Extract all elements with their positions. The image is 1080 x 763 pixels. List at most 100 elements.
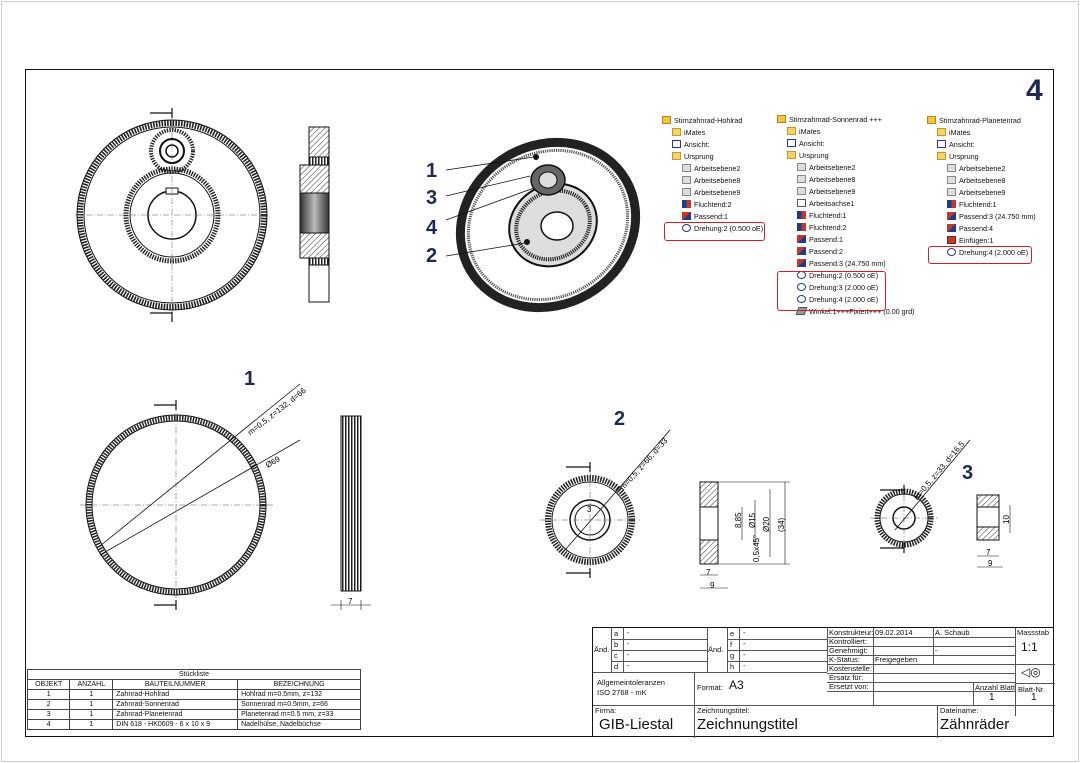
plane-icon <box>947 188 956 196</box>
tree-item-label: iMates <box>799 127 821 136</box>
flush-icon <box>947 200 956 208</box>
tree-item[interactable]: Arbeitsebene2 <box>777 162 914 174</box>
tree-item-label: Fluchtend:2 <box>694 200 732 209</box>
tree-item-label: Arbeitsebene9 <box>959 188 1006 197</box>
tree-item-label: Arbeitsachse1 <box>809 199 855 208</box>
tree-item[interactable]: iMates <box>927 127 1036 139</box>
callout-sun: 2 <box>614 408 626 430</box>
tree-item-label: Arbeitsebene9 <box>694 188 741 197</box>
callout-3: 3 <box>426 187 438 209</box>
tree-item[interactable]: Arbeitsebene8 <box>777 174 914 186</box>
dash: - <box>743 639 746 648</box>
plane-icon <box>682 176 691 184</box>
ring-gear-side-section <box>299 126 330 303</box>
tree-item-label: Stirnzahnrad-Planetenrad <box>939 116 1021 125</box>
cell: Zahnrad-Sonnenrad <box>112 699 239 710</box>
sheet-number: 4 <box>1026 74 1043 107</box>
format-label: Format: <box>697 683 723 692</box>
dash: - <box>935 646 938 655</box>
tree-item[interactable]: Winkel:1+++Fixiert+++ (0.00 grd) <box>777 306 914 318</box>
tree-item-label: Arbeitsebene2 <box>694 164 741 173</box>
tree-item[interactable]: Arbeitsachse1 <box>777 198 914 210</box>
rev-e: e <box>730 629 735 638</box>
mate-icon <box>682 212 691 220</box>
tree-item[interactable]: Fluchtend:2 <box>662 199 763 211</box>
tree-item[interactable]: Passend:1 <box>662 211 763 223</box>
view-icon <box>937 140 946 148</box>
tree-item[interactable]: Ursprung <box>662 151 763 163</box>
tree-item[interactable]: Fluchtend:1 <box>777 210 914 222</box>
tree-item[interactable]: Fluchtend:1 <box>927 199 1036 211</box>
tree-item[interactable]: Drehung:4 (2.000 oE) <box>927 247 1036 259</box>
cell: 1 <box>69 709 114 720</box>
tree-item-label: Ansicht: <box>949 140 975 149</box>
tree-item[interactable]: Fluchtend:2 <box>777 222 914 234</box>
konstrukteur-label: Konstrukteur: <box>829 628 874 637</box>
table-row: 4 1 DIN 618 - HK0609 - 6 x 10 x 9 Nadelh… <box>26 719 361 730</box>
dash: - <box>627 661 630 670</box>
tree-item[interactable]: Arbeitsebene9 <box>662 187 763 199</box>
tree-item[interactable]: Stirnzahnrad-Sonnenrad +++ <box>777 114 914 126</box>
cell: 3 <box>26 709 71 720</box>
tree-item-label: Ansicht: <box>684 140 710 149</box>
planet-dim-7: 7 <box>986 548 991 557</box>
sun-dim-chamfer: 0,5x45° <box>752 534 761 562</box>
tree-item[interactable]: Passend:3 (24.750 mm) <box>777 258 914 270</box>
tree-item[interactable]: Stirnzahnrad-Planetenrad <box>927 115 1036 127</box>
tree-item[interactable]: Arbeitsebene9 <box>777 186 914 198</box>
tree-item[interactable]: Stirnzahnrad-Hohlrad <box>662 115 763 127</box>
kontrolliert-label: Kontrolliert: <box>829 637 867 646</box>
tree-item-label: Fluchtend:2 <box>809 223 847 232</box>
tree-item[interactable]: Arbeitsebene8 <box>927 175 1036 187</box>
blatt-nr-label: Blatt-Nr. <box>1018 685 1046 694</box>
mate-icon <box>947 212 956 220</box>
rev-a: a <box>614 629 619 638</box>
tree-item[interactable]: Ansicht: <box>777 138 914 150</box>
kstatus-value: Freigegeben <box>875 655 918 664</box>
axis-icon <box>797 199 806 207</box>
folder-icon <box>937 152 946 160</box>
tree-item[interactable]: Ursprung <box>777 150 914 162</box>
tree-item[interactable]: Arbeitsebene8 <box>662 175 763 187</box>
tree-item-label: Drehung:2 (0.500 oE) <box>809 271 879 280</box>
cell: Nadelhülse, Nadelbüchse <box>237 719 361 730</box>
and-label: Änd. <box>594 645 610 654</box>
tree-item[interactable]: iMates <box>662 127 763 139</box>
genehmigt-label: Genehmigt: <box>829 646 868 655</box>
parts-list-header: ANZAHL <box>69 679 114 690</box>
planet-gear-detail <box>870 439 1011 568</box>
tree-item-label: Passend:3 (24.750 mm) <box>809 259 886 268</box>
sun-dim-34: (34) <box>777 517 786 532</box>
tree-item[interactable]: Ansicht: <box>662 139 763 151</box>
sun-dim-885: 8,85 <box>734 512 743 528</box>
tree-item-label: Arbeitsebene8 <box>809 175 856 184</box>
tree-item-label: Passend:1 <box>809 235 843 244</box>
sun-dim-d20: Ø20 <box>762 516 771 532</box>
tree-item[interactable]: Passend:3 (24.750 mm) <box>927 211 1036 223</box>
tree-item[interactable]: Arbeitsebene2 <box>927 163 1036 175</box>
highlight-planetenrad-drehung <box>928 246 1032 264</box>
tree-item[interactable]: Ursprung <box>927 151 1036 163</box>
tree-item[interactable]: Einfügen:1 <box>927 235 1036 247</box>
firma-value: GIB-Liestal <box>599 716 674 733</box>
plane-icon <box>947 176 956 184</box>
planet-dim-10: 10 <box>1002 515 1011 524</box>
tree-item-label: Drehung:3 (2.000 oE) <box>809 283 879 292</box>
cell: Zahnrad-Planetenrad <box>112 709 239 720</box>
table-row: 1 1 Zahnrad-Hohlrad Hohlrad m=0.5mm, z=1… <box>26 689 361 700</box>
tree-item[interactable]: Passend:1 <box>777 234 914 246</box>
tree-item[interactable]: Passend:4 <box>927 223 1036 235</box>
tree-item[interactable]: Arbeitsebene2 <box>662 163 763 175</box>
root-icon <box>777 115 786 123</box>
tree-item[interactable]: Drehung:2 (0.500 oE) <box>662 223 763 235</box>
tree-item[interactable]: Ansicht: <box>927 139 1036 151</box>
tree-item[interactable]: iMates <box>777 126 914 138</box>
tree-item[interactable]: Arbeitsebene9 <box>927 187 1036 199</box>
cell: Sonnenrad m=0.5mm, z=66 <box>237 699 361 710</box>
tree-item[interactable]: Drehung:3 (2.000 oE) <box>777 282 914 294</box>
plane-icon <box>947 164 956 172</box>
tree-item[interactable]: Drehung:4 (2.000 oE) <box>777 294 914 306</box>
tree-item[interactable]: Passend:2 <box>777 246 914 258</box>
massstab-label: Massstab <box>1017 628 1050 637</box>
